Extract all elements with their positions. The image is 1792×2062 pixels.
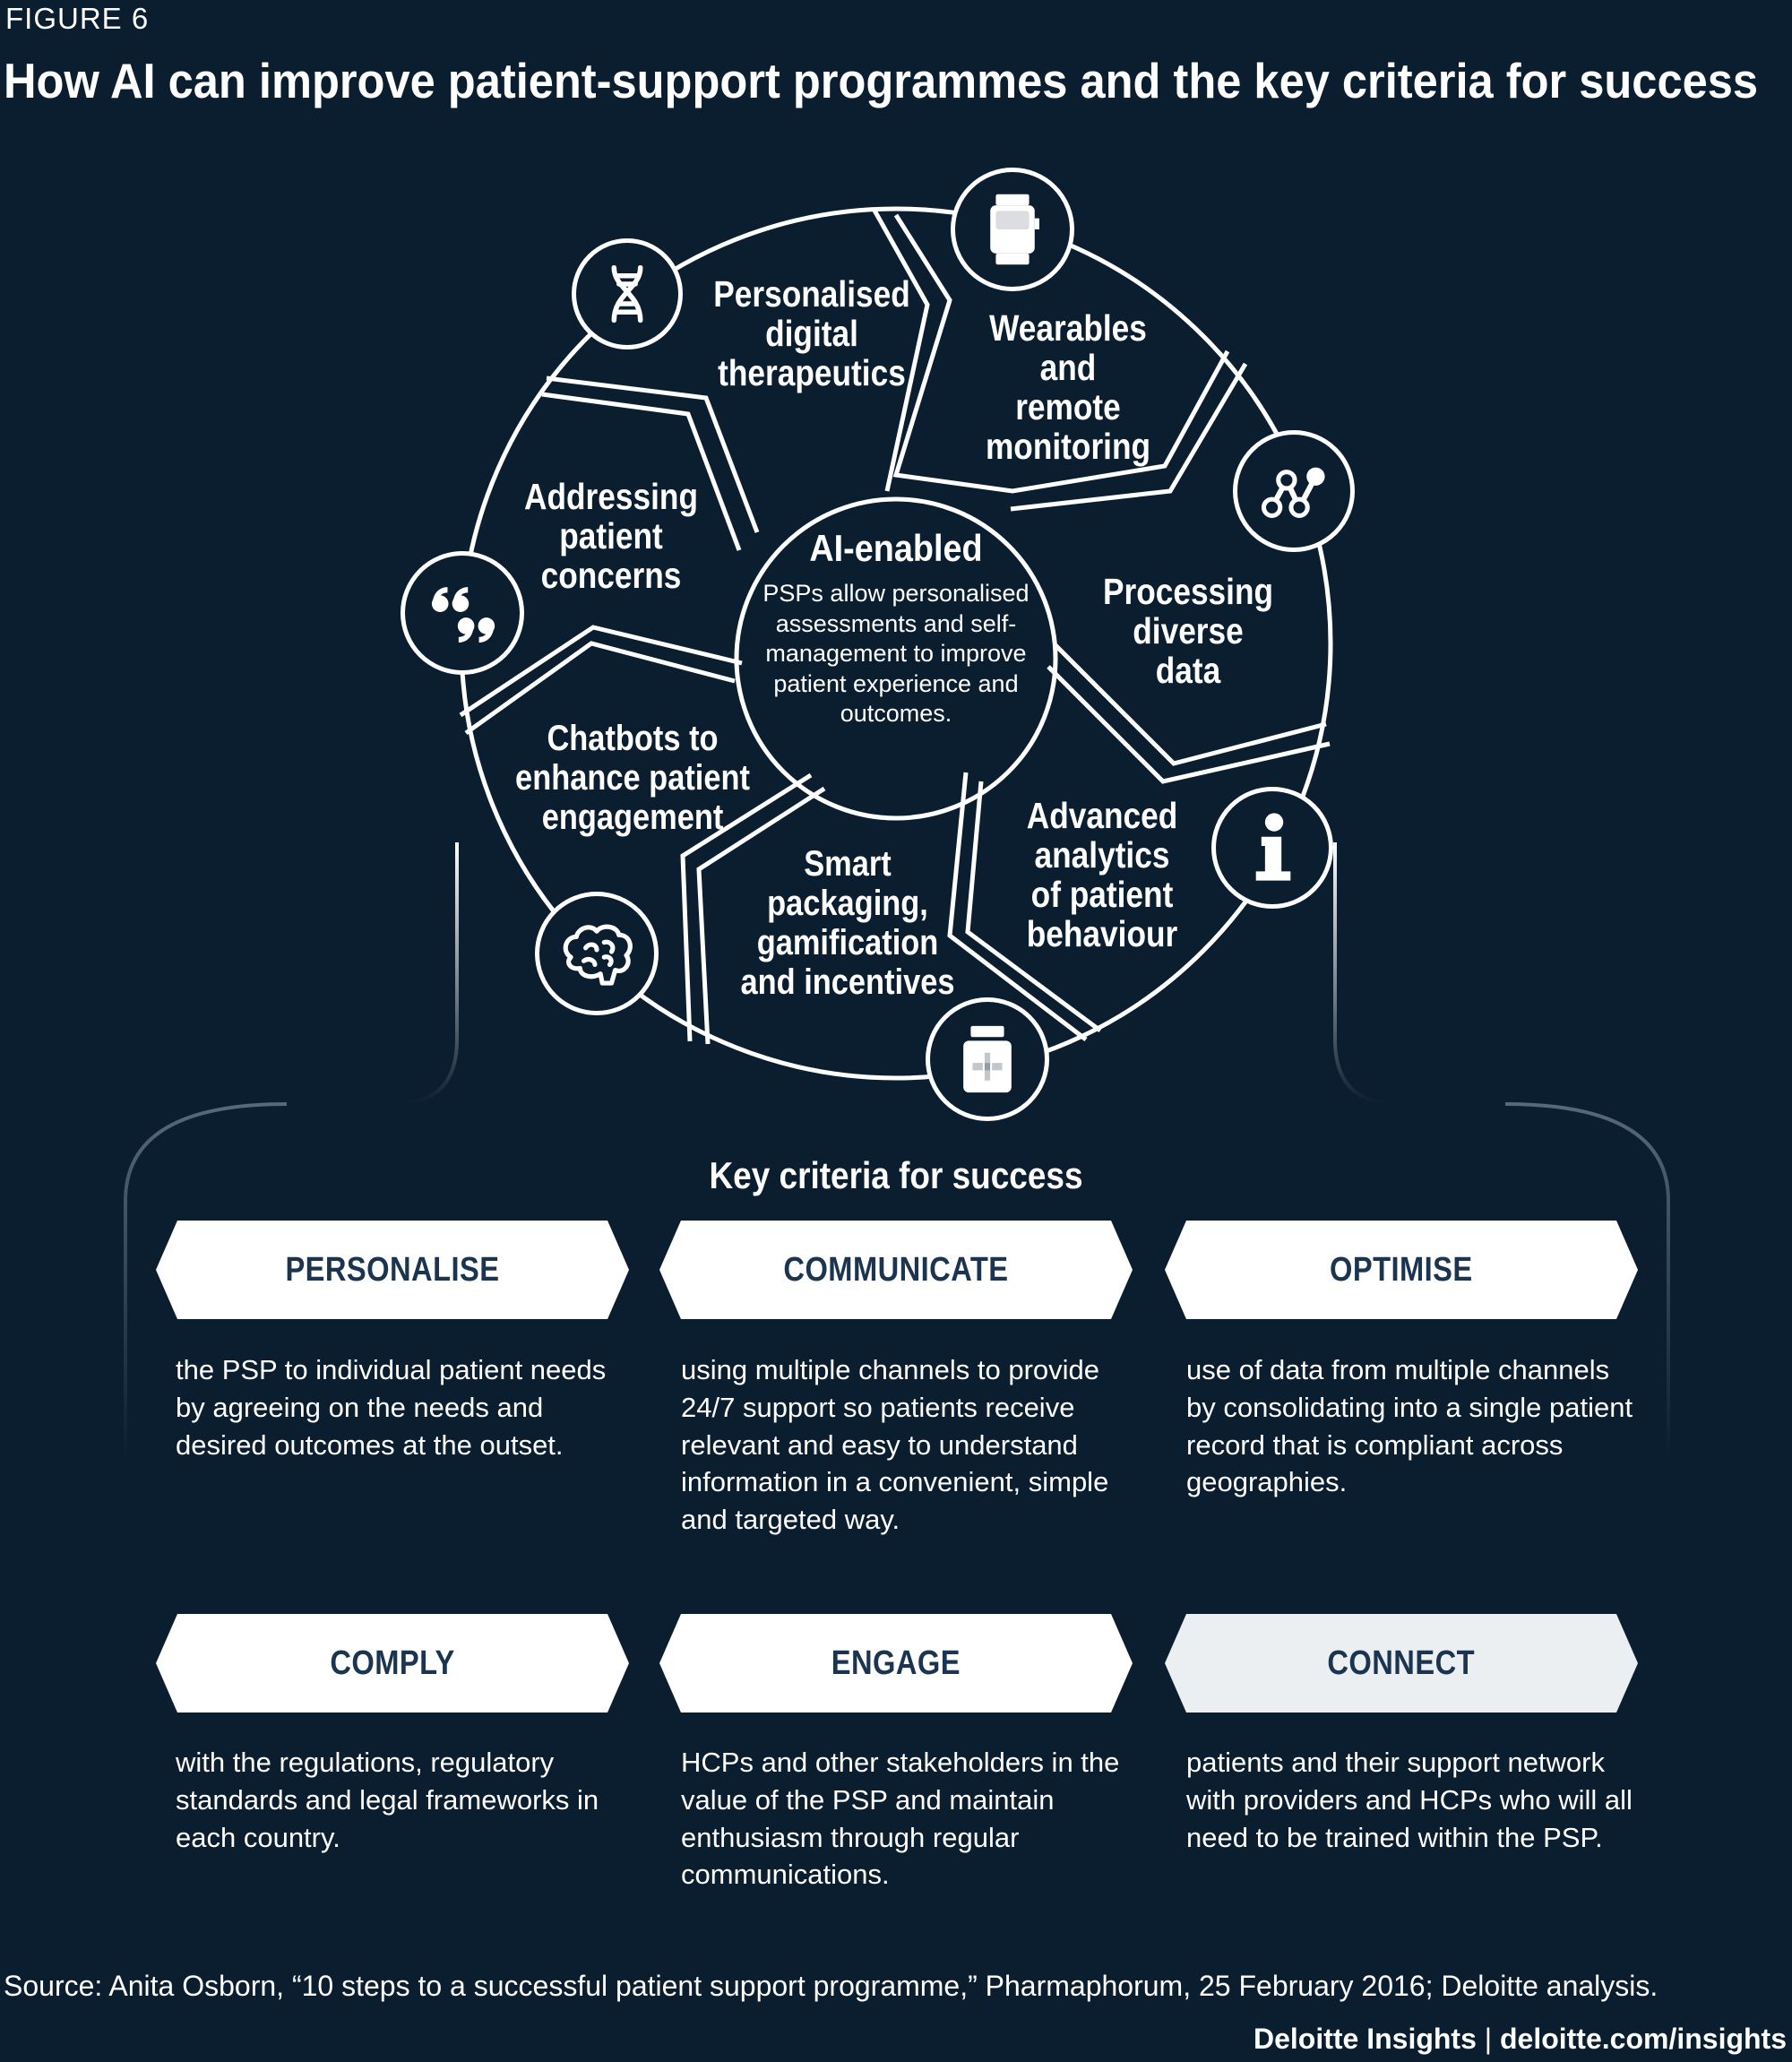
criteria-heading: Key criteria for success: [709, 1154, 1083, 1196]
segment-label-smart-packaging: Smart packaging, gamification and incent…: [740, 844, 955, 1002]
center-title: AI-enabled: [809, 527, 983, 569]
criterion-pill-connect: CONNECT: [1165, 1614, 1638, 1713]
footer-separator: |: [1476, 2023, 1500, 2055]
segment-label-wearables: Wearables and remote monitoring: [985, 307, 1151, 467]
segment-label-chatbots: Chatbots to enhance patient engagement: [515, 719, 750, 837]
frame-right: [1504, 1102, 1670, 1461]
criterion-pill-personalise: PERSONALISE: [156, 1221, 629, 1319]
footer-credit: Deloitte Insights | deloitte.com/insight…: [1254, 2023, 1787, 2056]
criterion-text-comply: with the regulations, regulatory standar…: [176, 1747, 599, 1853]
criterion-label: COMPLY: [330, 1644, 455, 1682]
criterion-label: CONNECT: [1327, 1644, 1476, 1682]
figure-label: FIGURE 6: [5, 2, 150, 35]
smartwatch-icon: [951, 168, 1074, 291]
segment-dividers: [459, 207, 1331, 1045]
criterion-label: PERSONALISE: [285, 1250, 500, 1289]
page-title: How AI can improve patient-support progr…: [4, 53, 1759, 108]
segment-label-addressing-concerns: Addressing patient concerns: [524, 476, 698, 596]
criterion-pill-comply: COMPLY: [156, 1614, 629, 1713]
criterion-label: OPTIMISE: [1330, 1250, 1473, 1289]
criterion-text-personalise: the PSP to individual patient needs by a…: [176, 1354, 607, 1461]
connector-left: [287, 842, 459, 1106]
segment-label-processing-data: Processing diverse data: [1102, 571, 1274, 691]
criterion-pill-optimise: OPTIMISE: [1165, 1221, 1638, 1319]
criterion-pill-engage: ENGAGE: [659, 1614, 1133, 1713]
criterion-pill-communicate: COMMUNICATE: [659, 1221, 1133, 1319]
quote-icon: [401, 551, 524, 675]
center-text: PSPs allow personalised assessments and …: [762, 580, 1030, 727]
criterion-text-engage: HCPs and other stakeholders in the value…: [681, 1747, 1120, 1891]
medicine-bottle-icon: [926, 997, 1049, 1121]
criterion-text-connect: patients and their support network with …: [1186, 1747, 1633, 1853]
footer-url: deloitte.com/insights: [1499, 2023, 1787, 2055]
wheel-center-ring: [734, 496, 1058, 821]
frame-left: [124, 1102, 288, 1461]
source-note: Source: Anita Osborn, “10 steps to a suc…: [4, 1970, 1658, 2002]
info-icon: [1211, 787, 1333, 909]
data-nodes-icon: [1233, 430, 1355, 552]
brain-icon: [535, 892, 659, 1015]
segment-label-advanced-analytics: Advanced analytics of patient behaviour: [1026, 795, 1178, 954]
criterion-label: COMMUNICATE: [783, 1250, 1009, 1289]
criterion-label: ENGAGE: [831, 1644, 961, 1682]
connector-right: [1333, 842, 1505, 1106]
criterion-text-communicate: using multiple channels to provide 24/7 …: [681, 1354, 1109, 1536]
criterion-text-optimise: use of data from multiple channels by co…: [1186, 1354, 1633, 1498]
dna-icon: [572, 238, 683, 349]
segment-label-personalised-digital-therapeutics: Personalised digital therapeutics: [713, 273, 910, 393]
footer-brand: Deloitte Insights: [1253, 2023, 1477, 2055]
